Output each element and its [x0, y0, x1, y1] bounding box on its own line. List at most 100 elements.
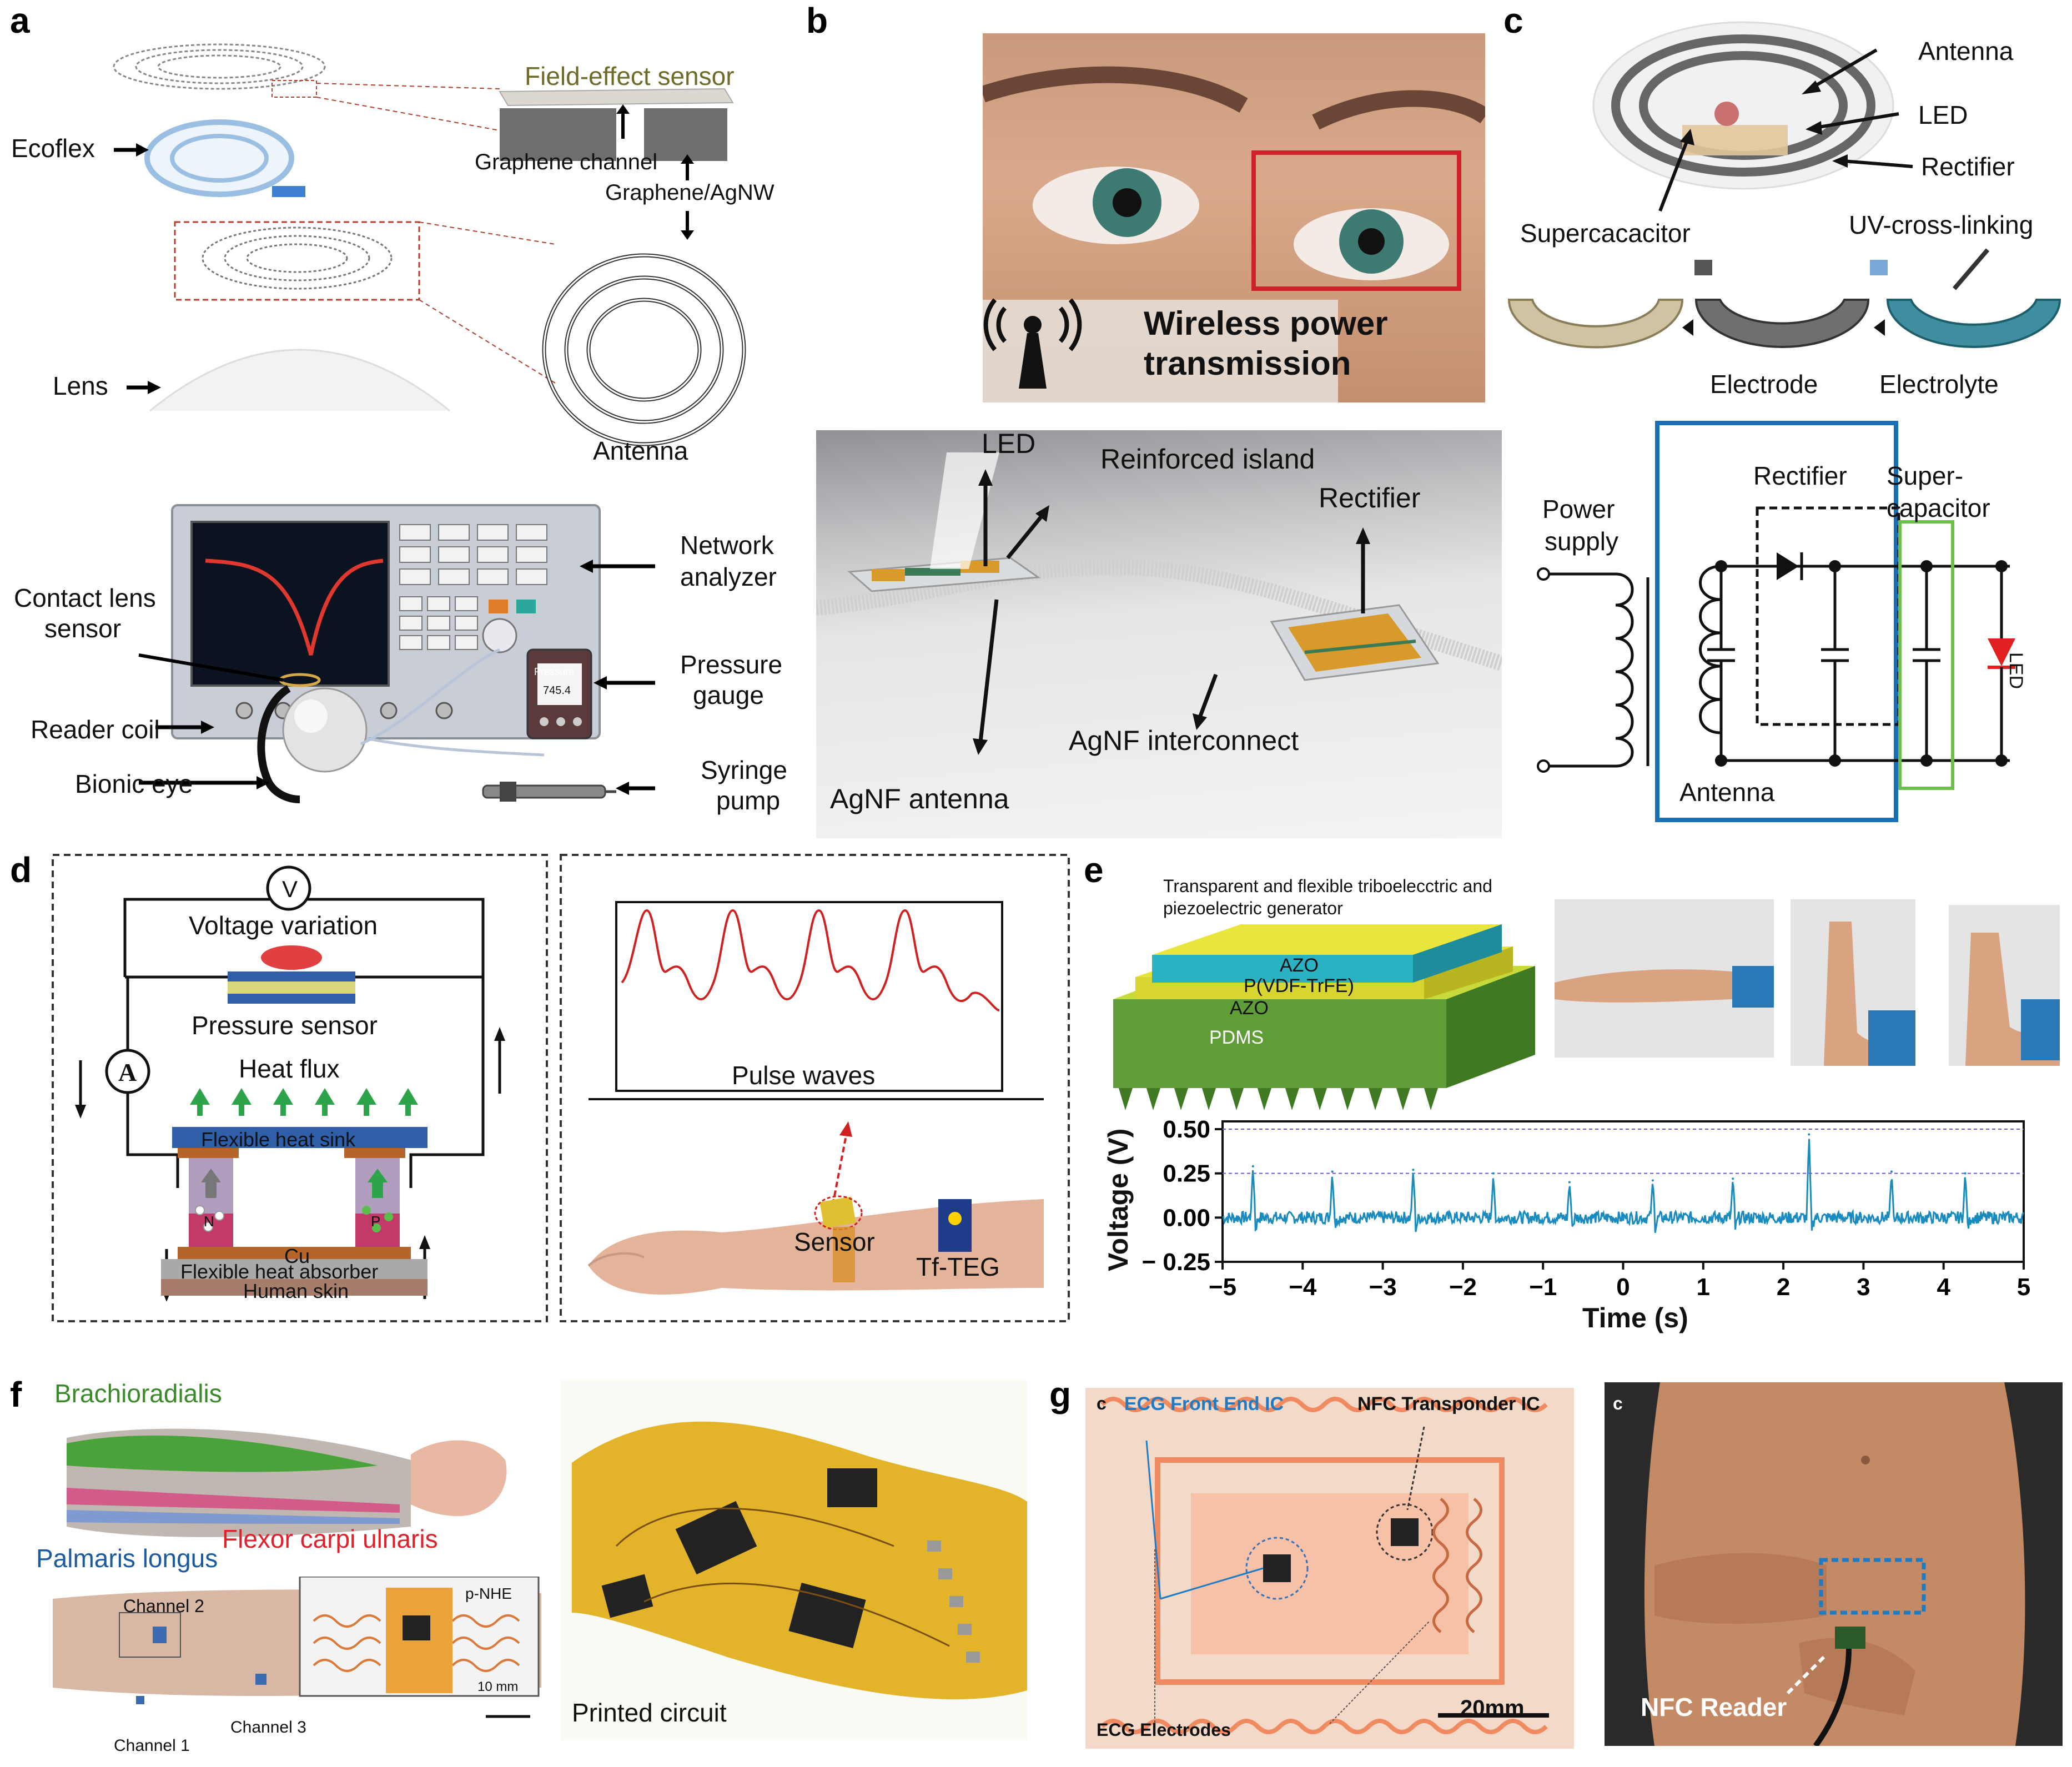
palmaris-label: Palmaris longus — [36, 1544, 218, 1573]
panel-d-graphics — [52, 854, 1070, 1322]
peak-point — [1964, 1172, 1967, 1175]
x-tick-label: −1 — [1529, 1273, 1557, 1301]
pvdf-label: P(VDF-TrFE) — [1244, 975, 1354, 996]
scale-20mm-label: 20mm — [1460, 1696, 1525, 1720]
panel-letter: g — [1049, 1375, 1072, 1414]
c-rectifier-label: Rectifier — [1921, 152, 2015, 181]
scale-10mm-label: 10 mm — [477, 1679, 519, 1694]
pdms-label: PDMS — [1209, 1027, 1264, 1048]
c-electrode-label: Electrode — [1710, 370, 1818, 399]
plot-area — [1221, 1120, 2025, 1263]
azo-top-label: AZO — [1280, 955, 1319, 976]
x-tick-label: 4 — [1937, 1273, 1950, 1301]
c-supercapacitor-label: Supercacacitor — [1520, 219, 1691, 248]
supercapacitor-label-1: Super- — [1887, 461, 1964, 490]
c-electrolyte-label: Electrolyte — [1879, 370, 1999, 399]
antenna-label: Antenna — [593, 436, 688, 465]
channel-1-label: Channel 1 — [114, 1736, 190, 1755]
g-sub-label-c-left: c — [1097, 1393, 1107, 1413]
supercapacitor-label-2: capacitor — [1887, 494, 1990, 522]
y-axis-label: Voltage (V) — [1103, 1128, 1134, 1271]
x-tick-label: 5 — [2017, 1273, 2030, 1301]
circuit-led-label: LED — [2005, 652, 2026, 689]
c-uv-crosslinking-label: UV-cross-linking — [1849, 210, 2034, 239]
reinforced-island-label: Reinforced island — [1100, 444, 1315, 475]
x-tick-label: −2 — [1449, 1273, 1477, 1301]
generator-title-2: piezoelectric generator — [1163, 898, 1343, 918]
lens-label: Lens — [53, 371, 108, 400]
peak-point — [1890, 1170, 1893, 1173]
x-tick-label: 0 — [1616, 1273, 1630, 1301]
field-effect-sensor-label: Field-effect sensor — [525, 62, 735, 90]
arm-sensor-photo — [53, 1577, 541, 1724]
power-supply-label-2: supply — [1545, 527, 1618, 556]
x-tick-label: 1 — [1697, 1273, 1710, 1301]
x-axis-label: Time (s) — [1582, 1302, 1688, 1333]
brachioradialis-label: Brachioradialis — [54, 1379, 222, 1408]
nfc-reader-label: NFC Reader — [1641, 1693, 1787, 1721]
torso-photo — [1605, 1382, 2063, 1746]
printed-circuit-photo — [561, 1380, 1027, 1740]
reader-coil-label: Reader coil — [31, 715, 160, 744]
ecoflex-label: Ecoflex — [11, 134, 95, 163]
contact-lens-render — [1507, 21, 2061, 349]
heat-absorber-label: Flexible heat absorber — [180, 1260, 379, 1283]
azo-bottom-label: AZO — [1230, 998, 1269, 1019]
human-skin-label: Human skin — [243, 1280, 349, 1302]
peak-point — [1492, 1172, 1495, 1175]
ecg-electrodes-label: ECG Electrodes — [1097, 1720, 1231, 1740]
x-tick-label: −4 — [1289, 1273, 1317, 1301]
peak-point — [1732, 1177, 1734, 1180]
panel-letter: d — [10, 850, 32, 890]
circuit-diagram — [1537, 421, 2015, 822]
x-tick-label: 3 — [1857, 1273, 1870, 1301]
flexor-label: Flexor carpi ulnaris — [222, 1524, 438, 1553]
heat-flux-label: Heat flux — [239, 1054, 340, 1083]
pressure-gauge-label-1: Pressure — [680, 650, 783, 679]
arm-photo-1 — [1555, 899, 1774, 1058]
bionic-eye-label: Bionic eye — [75, 769, 193, 798]
peak-point — [1568, 1181, 1571, 1184]
peak-point — [1808, 1133, 1811, 1136]
arm-photo-3 — [1949, 905, 2060, 1066]
syringe-pump-label-1: Syringe — [701, 756, 787, 784]
generator-title-1: Transparent and flexible triboelecctric … — [1163, 876, 1492, 896]
p-nhe-label: p-NHE — [465, 1585, 512, 1602]
agnf-interconnect-label: AgNF interconnect — [1069, 725, 1299, 756]
rectifier-label: Rectifier — [1319, 482, 1421, 514]
led-label: LED — [982, 428, 1036, 459]
y-tick-label: − 0.25 — [1141, 1249, 1210, 1276]
ecg-front-end-label: ECG Front End IC — [1124, 1393, 1284, 1414]
voltage-series-line — [1221, 1139, 2025, 1233]
panel-letter: c — [1503, 1, 1523, 41]
voltmeter-symbol: V — [282, 876, 298, 902]
ecg-board-photo — [1085, 1388, 1574, 1749]
c-antenna-label: Antenna — [1918, 37, 2014, 66]
contact-lens-sensor-label-1: Contact lens — [14, 583, 156, 612]
n-label: N — [204, 1213, 214, 1230]
wireless-label-1: Wireless power — [1144, 305, 1388, 342]
network-analyzer-label-2: analyzer — [680, 562, 777, 591]
channel-3-label: Channel 3 — [230, 1718, 306, 1736]
network-analyzer-label-1: Network — [680, 531, 774, 560]
face-render-image — [983, 33, 1485, 402]
power-supply-label-1: Power — [1542, 495, 1615, 523]
circuit-antenna-label: Antenna — [1679, 778, 1775, 807]
pulse-waves-label: Pulse waves — [732, 1061, 876, 1090]
forearm-muscle-image — [67, 1416, 511, 1543]
nfc-transponder-label: NFC Transponder IC — [1357, 1393, 1540, 1414]
x-tick-label: 2 — [1777, 1273, 1790, 1301]
arm-photo-2 — [1791, 899, 1915, 1066]
y-tick-label: 0.00 — [1163, 1204, 1210, 1231]
agnf-antenna-label: AgNF antenna — [830, 783, 1009, 814]
x-tick-label: −3 — [1369, 1273, 1397, 1301]
p-label: P — [371, 1213, 381, 1230]
channel-2-label: Channel 2 — [123, 1596, 204, 1616]
panel-letter: e — [1084, 850, 1104, 890]
pressure-sensor-label: Pressure sensor — [192, 1011, 378, 1040]
cu-label: Cu — [284, 1245, 310, 1267]
contact-lens-sensor-label-2: sensor — [44, 614, 122, 643]
measurement-setup — [138, 504, 655, 803]
graphene-agnw-label: Graphene/AgNW — [605, 180, 775, 205]
